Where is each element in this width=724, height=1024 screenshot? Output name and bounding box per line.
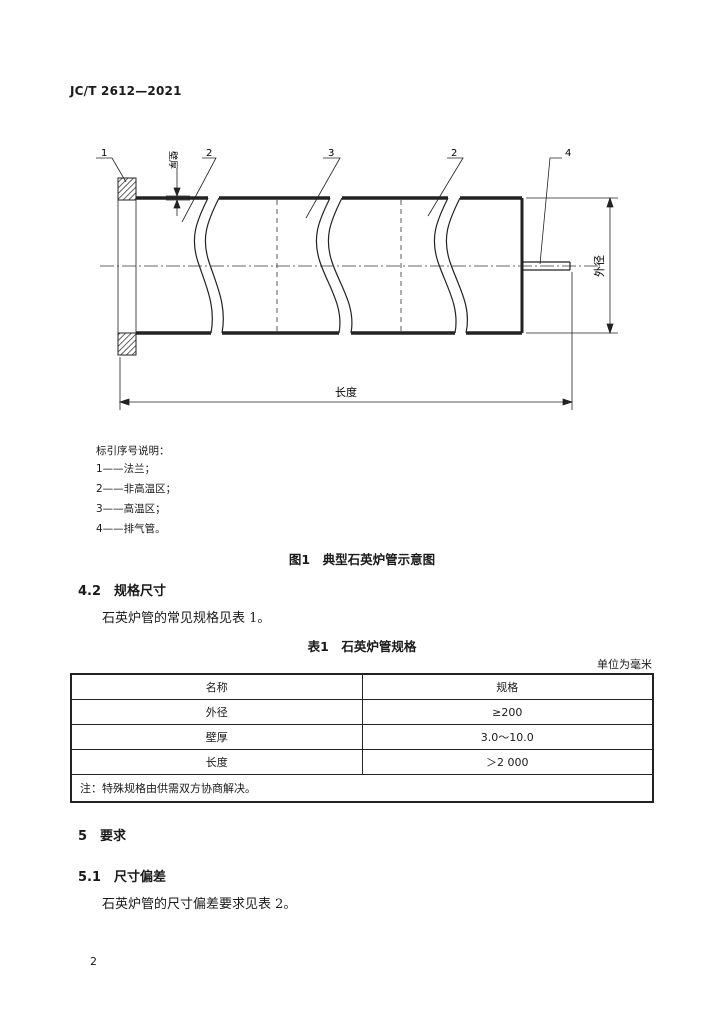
table-note-row: 注：特殊规格由供需双方协商解决。 [70, 774, 654, 803]
section-4-2-text: 石英炉管的常见规格见表 1。 [102, 611, 271, 626]
callout-leaders [96, 157, 562, 265]
tube-wall [136, 196, 524, 335]
table-caption: 表1 石英炉管规格 [307, 639, 417, 654]
section-5-1-text: 石英炉管的尺寸偏差要求见表 2。 [102, 897, 297, 912]
legend-title: 标引序号说明： [96, 445, 170, 457]
section-5-1-heading: 5.1 尺寸偏差 [78, 870, 167, 885]
table-note: 注：特殊规格由供需双方协商解决。 [70, 774, 654, 803]
legend-item-1: 1——法兰； [96, 463, 156, 475]
callout-1: 1 [101, 148, 107, 159]
standard-number-header: JC/T 2612—2021 [70, 84, 182, 98]
section-5-heading: 5 要求 [78, 829, 127, 844]
section-4-2-heading: 4.2 规格尺寸 [78, 584, 167, 599]
length-label: 长度 [335, 385, 357, 399]
spec-table: 名称 规格 外径 ≥200 壁厚 3.0～10.0 长度 ＞2 000 注：特殊… [70, 673, 654, 803]
table-header-name: 名称 [70, 673, 363, 700]
callout-2b: 2 [451, 148, 457, 159]
callout-2: 2 [206, 148, 212, 159]
table-header-spec: 规格 [361, 673, 654, 700]
table-row: 长度 ＞2 000 [70, 749, 654, 775]
callout-4: 4 [565, 148, 571, 159]
callout-3: 3 [328, 148, 334, 159]
flange-part [117, 177, 137, 356]
length-dimension [118, 272, 574, 410]
table-unit: 单位为毫米 [597, 658, 652, 671]
legend-item-2: 2——非高温区； [96, 483, 177, 495]
table-cell: 3.0～10.0 [361, 724, 654, 750]
zone-dividers [276, 200, 402, 331]
outer-diameter-label: 外径 [593, 255, 606, 277]
legend-item-4: 4——排气管。 [96, 523, 166, 535]
table-cell: ≥200 [361, 699, 654, 725]
legend-item-3: 3——高温区； [96, 503, 166, 515]
table-row: 外径 ≥200 [70, 699, 654, 725]
outer-diameter-dimension [526, 196, 618, 335]
table-cell: 壁厚 [70, 724, 363, 750]
table-row: 壁厚 3.0～10.0 [70, 724, 654, 750]
table-cell: ＞2 000 [361, 749, 654, 775]
table-cell: 长度 [70, 749, 363, 775]
break-lines [193, 197, 468, 334]
wall-thickness-label: 壁厚 [167, 151, 179, 169]
figure-caption: 图1 典型石英炉管示意图 [288, 552, 436, 567]
exhaust-pipe [522, 261, 571, 271]
table-cell: 外径 [70, 699, 363, 725]
quartz-tube-diagram: 外径 壁厚 长度 1 2 3 2 4 [96, 148, 618, 410]
table-header-row: 名称 规格 [70, 673, 654, 700]
wall-thickness-dimension [166, 168, 190, 216]
page-number: 2 [90, 955, 97, 968]
